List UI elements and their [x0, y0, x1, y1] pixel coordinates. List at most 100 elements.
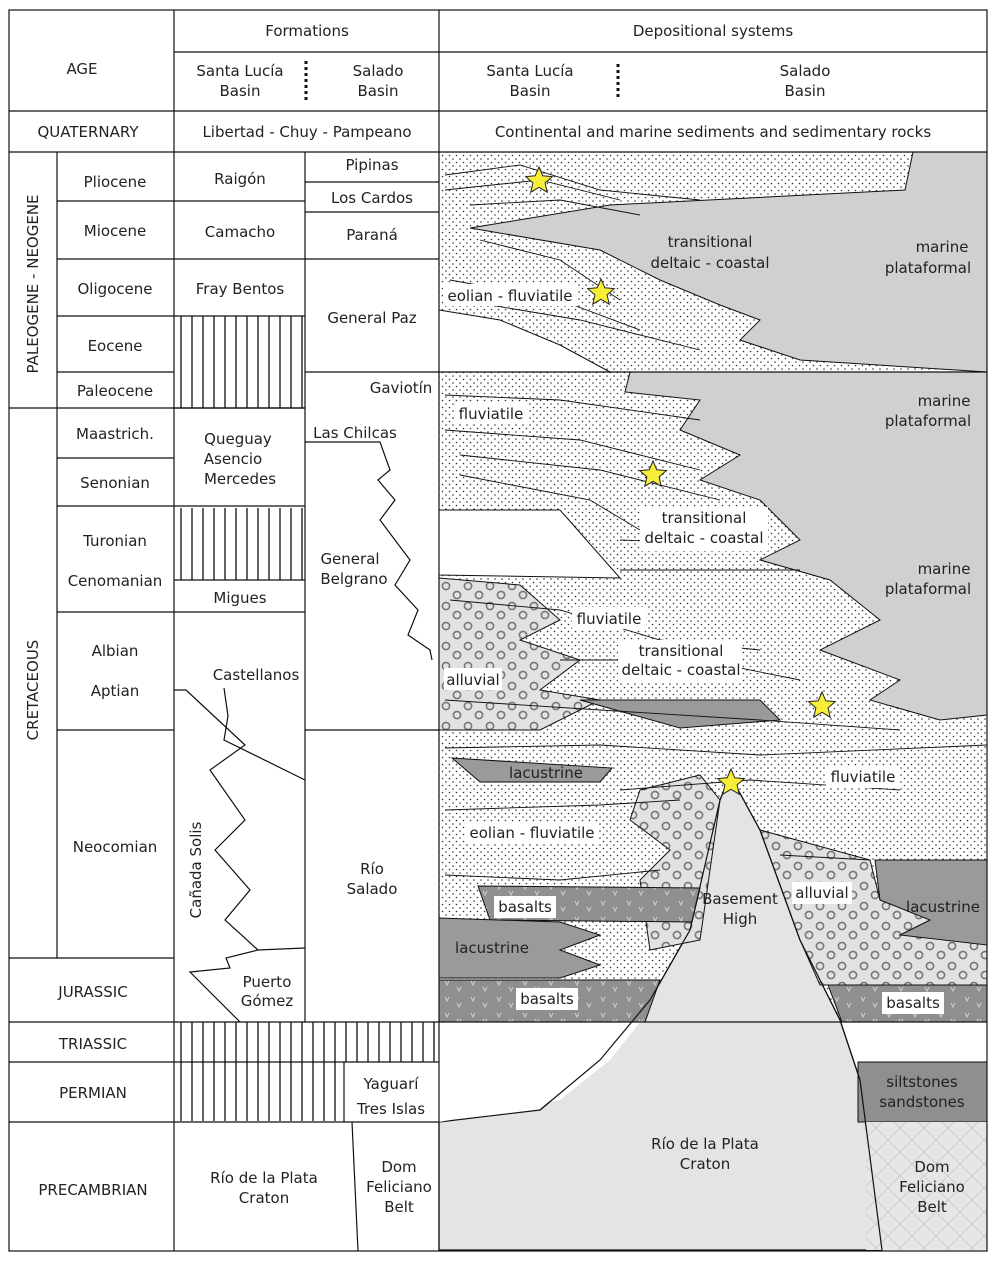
label-marine-1a: marine	[916, 238, 969, 256]
label-dom-2: Feliciano	[899, 1178, 965, 1196]
epoch-eocene: Eocene	[88, 337, 143, 355]
star-icon	[524, 165, 554, 194]
header-salado-dep-2: Basin	[785, 82, 826, 100]
hiatus-hatch-triassic	[174, 1022, 438, 1062]
formation-raigon: Raigón	[214, 170, 266, 188]
epoch-maastrichtian: Maastrich.	[76, 425, 154, 443]
formation-puerto: Puerto	[243, 973, 292, 991]
star-icon	[586, 277, 616, 306]
header-santa-lucia-2: Basin	[220, 82, 261, 100]
epoch-albian: Albian	[92, 642, 139, 660]
label-marine-2a: marine	[918, 392, 971, 410]
star-icon	[716, 767, 746, 796]
formation-dom-2: Feliciano	[366, 1178, 432, 1196]
formation-general-paz: General Paz	[327, 309, 416, 327]
hiatus-hatch-turonian	[174, 508, 305, 580]
header-salado-dep-1: Salado	[780, 62, 831, 80]
header-salado-1: Salado	[353, 62, 404, 80]
formation-las-chilcas: Las Chilcas	[313, 424, 397, 442]
label-marine-2b: plataformal	[885, 412, 971, 430]
age-column: PALEOGENE - NEOGENE CRETACEOUS JURASSIC …	[24, 173, 162, 1199]
header-formations: Formations	[265, 22, 349, 40]
label-marine-1b: plataformal	[885, 259, 971, 277]
formation-camacho: Camacho	[205, 223, 275, 241]
formation-rio: Río	[360, 860, 384, 878]
grid-lines	[8, 9, 988, 1252]
formation-dom-1: Dom	[381, 1158, 416, 1176]
label-deltaic-coastal-2: deltaic - coastal	[644, 529, 763, 547]
lacustrine-lens-aptian	[579, 699, 782, 729]
triassic-gap	[439, 1022, 640, 1122]
label-basalts-2: basalts	[520, 990, 574, 1008]
epoch-cenomanian: Cenomanian	[68, 572, 163, 590]
label-transitional-2: transitional	[662, 509, 747, 527]
star-icon	[638, 459, 668, 488]
formation-asencio: Asencio	[204, 450, 262, 468]
formation-belgrano: Belgrano	[320, 570, 387, 588]
formation-migues: Migues	[213, 589, 266, 607]
label-eolian-fluviatile-1: eolian - fluviatile	[447, 287, 572, 305]
formation-gomez: Gómez	[241, 992, 294, 1010]
canada-solis-boundary	[174, 689, 260, 1023]
formation-los-cardos: Los Cardos	[331, 189, 413, 207]
label-eolian-fluviatile-2: eolian - fluviatile	[469, 824, 594, 842]
epoch-paleocene: Paleocene	[77, 382, 153, 400]
formation-rio-de-la-plata-1: Río de la Plata	[210, 1169, 318, 1187]
label-marine-3a: marine	[918, 560, 971, 578]
label-marine-3b: plataformal	[885, 580, 971, 598]
label-craton-1: Río de la Plata	[651, 1135, 759, 1153]
formation-fray-bentos: Fray Bentos	[196, 280, 285, 298]
formation-mercedes: Mercedes	[204, 470, 276, 488]
formation-canada-solis: Cañada Solis	[187, 821, 205, 918]
depositional-area: transitional deltaic - coastal marine pl…	[438, 151, 988, 1251]
formation-parana: Paraná	[346, 226, 398, 244]
epoch-senonian: Senonian	[80, 474, 150, 492]
label-dom-1: Dom	[914, 1158, 949, 1176]
label-basement-2: High	[723, 910, 757, 928]
quaternary-formations: Libertad - Chuy - Pampeano	[202, 123, 411, 141]
label-alluvial-2: alluvial	[795, 884, 848, 902]
period-triassic: TRIASSIC	[58, 1035, 127, 1053]
label-deltaic-coastal-3: deltaic - coastal	[621, 661, 740, 679]
epoch-neocomian: Neocomian	[73, 838, 158, 856]
label-fluviatile-3: fluviatile	[831, 768, 896, 786]
dom-feliciano-zone	[866, 1122, 987, 1250]
epoch-oligocene: Oligocene	[77, 280, 152, 298]
alluvial-gravel-upper	[438, 577, 602, 731]
formation-dom-3: Belt	[384, 1198, 414, 1216]
period-cretaceous: CRETACEOUS	[24, 640, 42, 741]
label-fluviatile-1: fluviatile	[459, 405, 524, 423]
general-belgrano-boundary	[305, 441, 433, 661]
period-paleogene-neogene: PALEOGENE - NEOGENE	[24, 194, 42, 373]
hiatus-hatch-permian	[174, 1062, 344, 1121]
formations-columns: Raigón Camacho Fray Bentos Queguay Asenc…	[174, 156, 438, 1216]
label-basalts-3: basalts	[886, 994, 940, 1012]
label-siltstones: siltstones	[886, 1073, 958, 1091]
marine-zone-lower	[624, 371, 988, 721]
formation-tres-islas: Tres Islas	[356, 1100, 425, 1118]
header-salado-2: Basin	[358, 82, 399, 100]
label-fluviatile-2: fluviatile	[577, 610, 642, 628]
formation-rio-de-la-plata-2: Craton	[239, 1189, 289, 1207]
label-lacustrine-1: lacustrine	[509, 764, 583, 782]
puerto-gomez-boundary	[257, 947, 306, 951]
label-craton-2: Craton	[680, 1155, 730, 1173]
lacustrine-left	[438, 917, 602, 979]
star-markers	[524, 165, 837, 796]
formation-general: General	[320, 550, 379, 568]
formation-castellanos: Castellanos	[213, 666, 300, 684]
castellanos-boundary	[223, 687, 306, 781]
period-precambrian: PRECAMBRIAN	[38, 1181, 147, 1199]
label-alluvial-1: alluvial	[446, 671, 499, 689]
label-lacustrine-2: lacustrine	[906, 898, 980, 916]
label-transitional-3: transitional	[639, 642, 724, 660]
quaternary-depositional: Continental and marine sediments and sed…	[495, 123, 932, 141]
label-transitional-1: transitional	[668, 233, 753, 251]
label-lacustrine-3: lacustrine	[455, 939, 529, 957]
header-santa-lucia-dep-1: Santa Lucía	[486, 62, 573, 80]
period-permian: PERMIAN	[59, 1084, 127, 1102]
quaternary-row: QUATERNARY Libertad - Chuy - Pampeano Co…	[37, 123, 931, 141]
lacustrine-neocomian	[450, 757, 614, 783]
formation-gaviotin: Gaviotín	[370, 379, 433, 397]
